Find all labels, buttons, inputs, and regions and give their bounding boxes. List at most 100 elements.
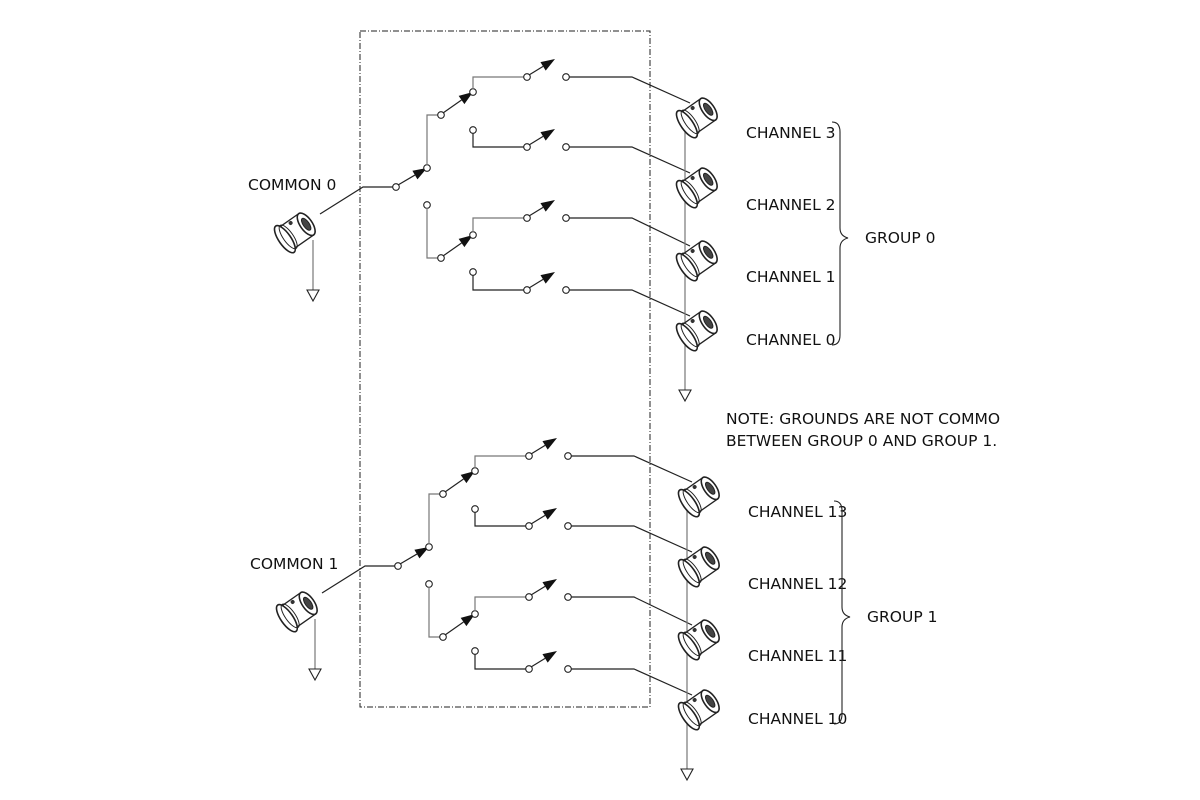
bnc-connector-icon: [677, 476, 720, 518]
switch-contact: [437, 254, 445, 262]
bnc-connector-icon: [273, 212, 316, 254]
switch-contact: [562, 286, 570, 294]
bnc-lug: [692, 627, 697, 632]
common-wire: [319, 186, 393, 215]
channel-wire: [569, 217, 691, 247]
bnc-connector-icon: [675, 240, 718, 282]
ground-icon: [306, 289, 320, 303]
switch-arrow-icon: [458, 235, 473, 248]
group-1: COMMON 1 GROUP 1 CHANNEL 13 CHANNEL 12 C…: [250, 438, 937, 782]
switch-arm: [442, 99, 462, 114]
switch-contact: [439, 490, 447, 498]
switch-arrow-icon: [540, 59, 555, 71]
bnc-lug: [692, 484, 697, 489]
switch-arm: [530, 657, 546, 668]
wire: [472, 275, 524, 291]
common-0-label: COMMON 0: [248, 176, 336, 194]
bnc-lug: [692, 697, 697, 702]
bnc-lug: [690, 175, 695, 180]
bnc-connector-icon: [675, 310, 718, 352]
wire: [426, 114, 438, 165]
switch-contact: [525, 593, 533, 601]
bnc-connector-icon: [677, 619, 720, 661]
channel-12-label: CHANNEL 12: [748, 575, 847, 593]
wire: [474, 512, 526, 527]
wire: [472, 76, 524, 89]
switch-arrow-icon: [540, 200, 555, 212]
switch-arrow-icon: [414, 547, 429, 559]
switch-contact: [523, 214, 531, 222]
switch-contact: [564, 593, 572, 601]
switch-contact: [523, 286, 531, 294]
switch-contact: [439, 633, 447, 641]
switch-arm: [442, 242, 462, 257]
note-line-2: BETWEEN GROUP 0 AND GROUP 1.: [726, 432, 997, 450]
bnc-connector-icon: [677, 546, 720, 588]
switch-arm: [528, 206, 544, 217]
channel-0-label: CHANNEL 0: [746, 331, 836, 349]
bnc-center-pin: [702, 245, 714, 259]
switch-arrow-icon: [460, 471, 475, 484]
switch-contact: [471, 505, 479, 513]
switch-contact: [469, 126, 477, 134]
group-brace: [831, 121, 849, 346]
note-line-1: NOTE: GROUNDS ARE NOT COMMO: [726, 410, 1000, 428]
bnc-connector-icon: [275, 591, 318, 633]
switch-arrow-icon: [540, 129, 555, 141]
switch-contact: [392, 183, 400, 191]
bnc-center-pin: [704, 624, 716, 638]
wire: [472, 217, 524, 232]
channel-wire: [571, 525, 693, 553]
switch-arm: [530, 444, 546, 455]
ground-icon: [680, 768, 694, 782]
switch-arm: [528, 135, 544, 146]
switch-contact: [471, 647, 479, 655]
switch-contact: [562, 214, 570, 222]
bnc-connector-icon: [675, 97, 718, 139]
bnc-flange-ring: [680, 322, 700, 348]
bnc-lug: [690, 318, 695, 323]
bnc-lug: [290, 599, 295, 604]
bnc-center-pin: [704, 551, 716, 565]
bnc-flange-ring: [682, 488, 702, 514]
bnc-flange-ring: [280, 603, 300, 629]
bnc-lug: [690, 248, 695, 253]
channel-11-label: CHANNEL 11: [748, 647, 847, 665]
switch-contact: [562, 73, 570, 81]
switch-arm: [530, 585, 546, 596]
switch-contact: [394, 562, 402, 570]
switch-arm: [444, 478, 464, 493]
bnc-flange-ring: [278, 224, 298, 250]
switch-arm: [528, 278, 544, 289]
switch-arrow-icon: [460, 614, 475, 627]
switch-contact: [423, 201, 431, 209]
common-wire: [321, 565, 395, 594]
channel-2-label: CHANNEL 2: [746, 196, 836, 214]
channel-wire: [571, 455, 693, 483]
switch-arrow-icon: [542, 651, 557, 663]
switch-arrow-icon: [542, 438, 557, 450]
switch-contact: [471, 610, 479, 618]
switch-contact: [564, 522, 572, 530]
ground-icon: [308, 668, 322, 682]
bnc-center-pin: [302, 596, 314, 610]
bnc-connector-icon: [675, 167, 718, 209]
switch-arm: [397, 174, 416, 186]
bnc-center-pin: [704, 481, 716, 495]
bnc-center-pin: [300, 217, 312, 231]
switch-contact: [425, 543, 433, 551]
channel-13-label: CHANNEL 13: [748, 503, 847, 521]
channel-wire: [571, 668, 693, 696]
switch-contact: [469, 231, 477, 239]
switch-contact: [523, 143, 531, 151]
switch-contact: [525, 665, 533, 673]
bnc-lug: [288, 220, 293, 225]
wire: [472, 133, 524, 148]
bnc-flange-ring: [682, 631, 702, 657]
switch-arrow-icon: [412, 168, 427, 180]
bnc-connector-icon: [677, 689, 720, 731]
wire: [426, 208, 438, 259]
wire: [474, 654, 526, 670]
switch-arm: [528, 65, 544, 76]
